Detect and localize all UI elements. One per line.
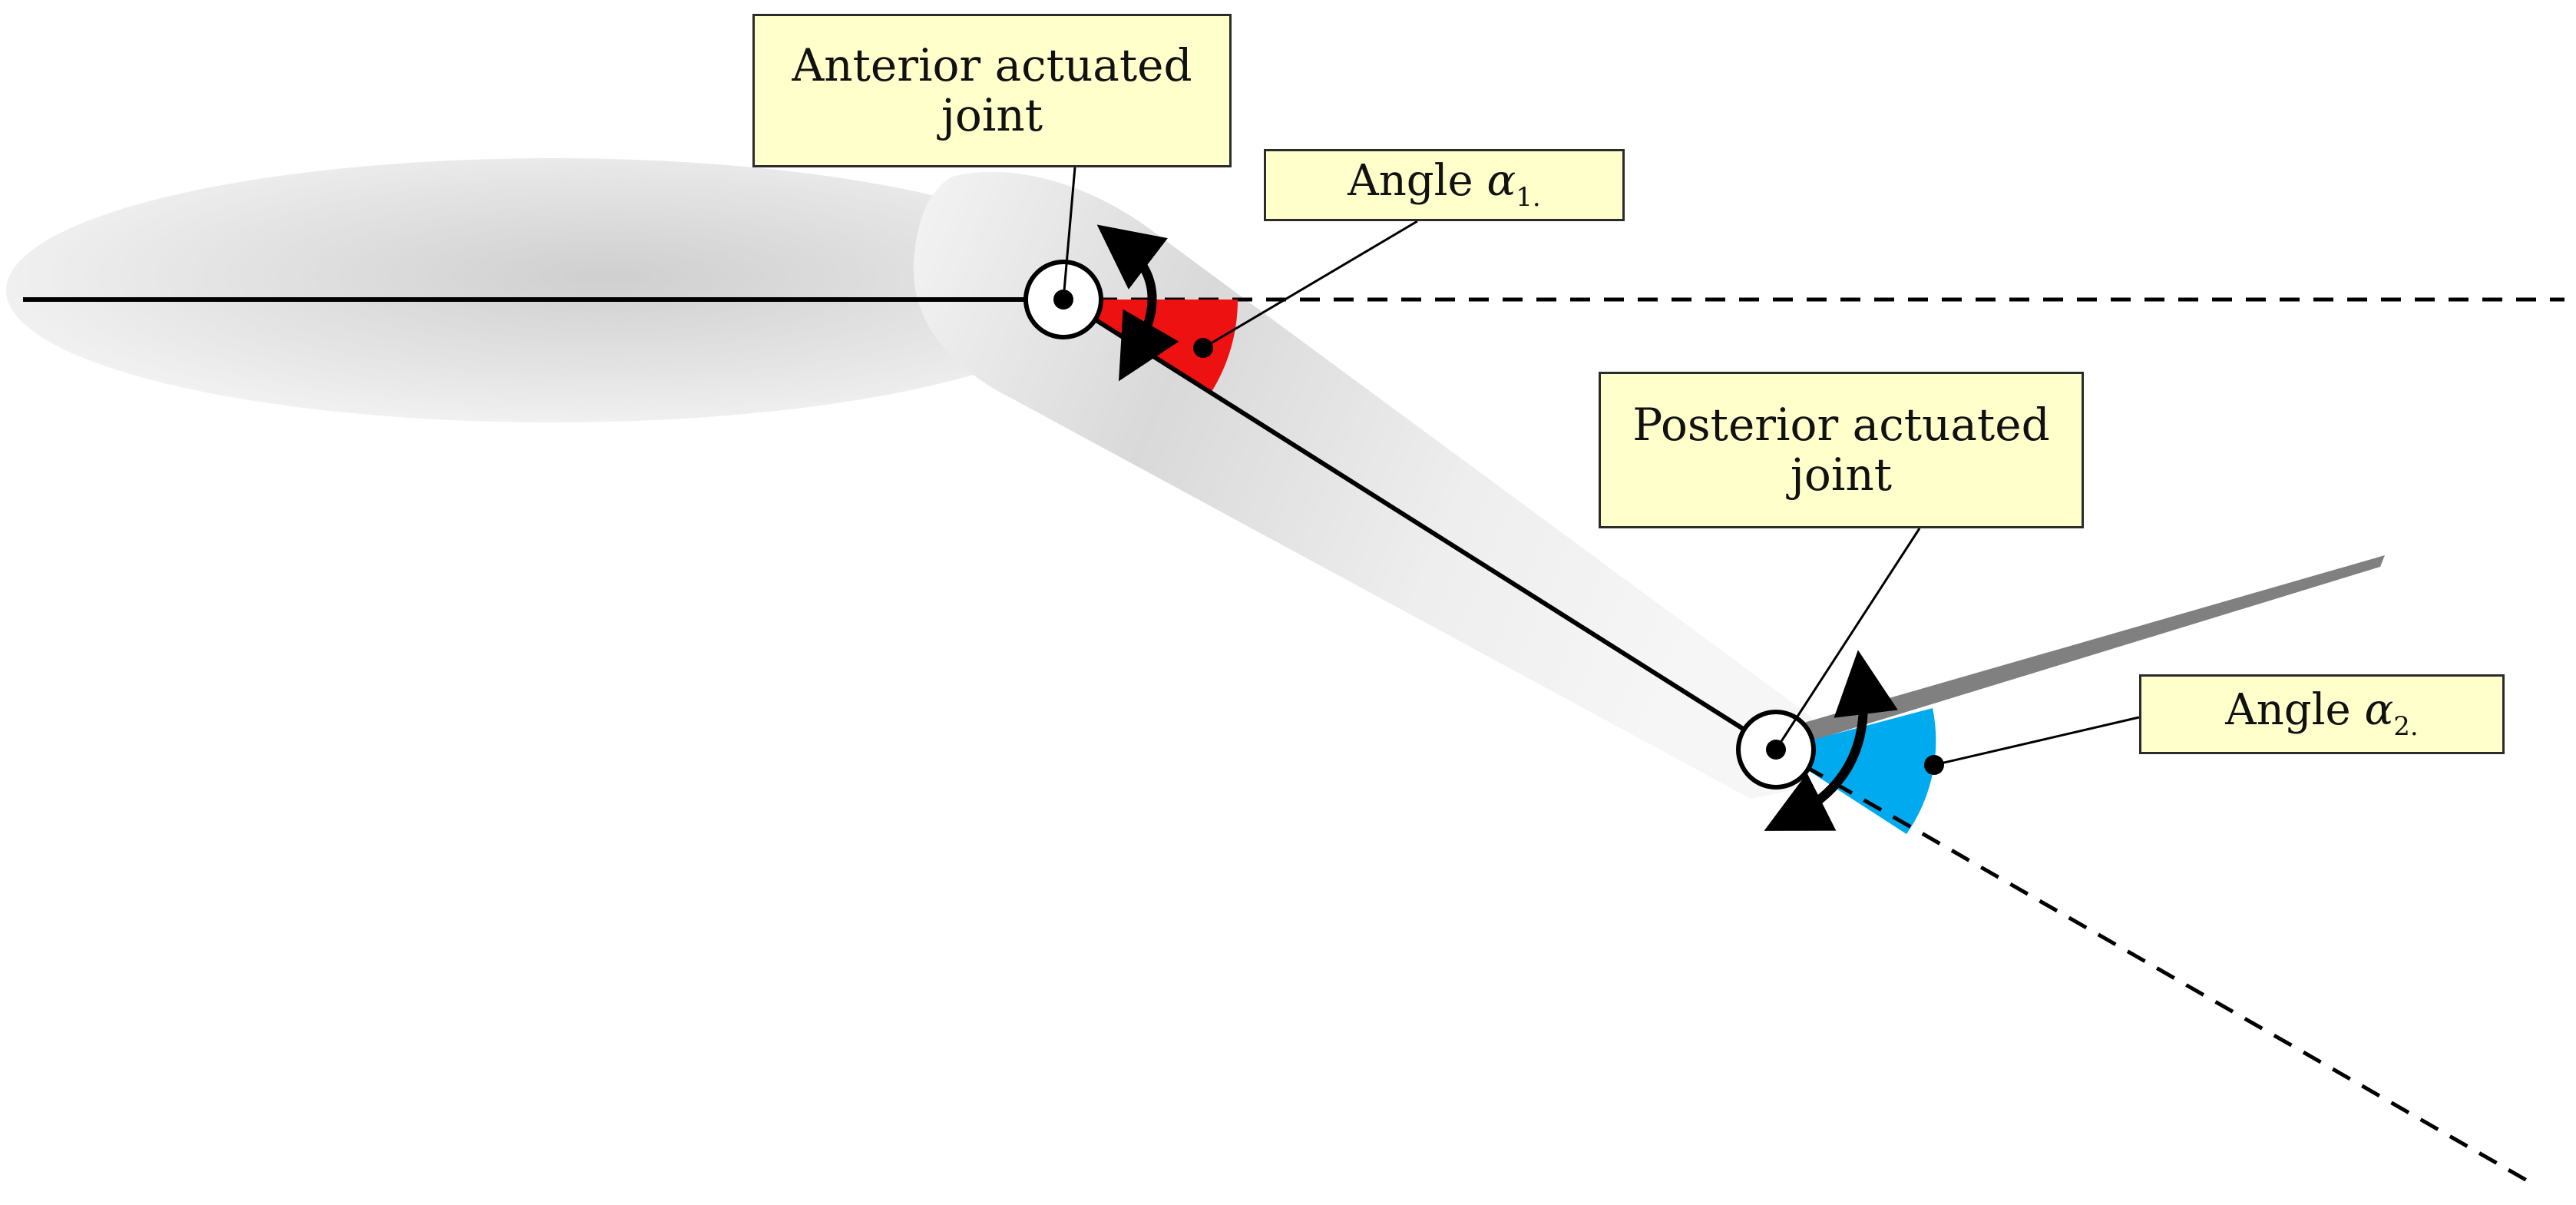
posterior-label-line2: joint: [1790, 449, 1893, 501]
alpha1-symbol: α: [1486, 156, 1516, 207]
alpha2-symbol: α: [2364, 685, 2394, 736]
tail-fin: [1780, 555, 2385, 747]
alpha2-leader-dot: [1924, 755, 1944, 775]
middle-axis-extension-dashed: [1774, 747, 2539, 1189]
alpha2-prefix: Angle: [2225, 685, 2365, 736]
anterior-leader-line: [1062, 167, 1076, 300]
alpha2-leader-line: [1933, 716, 2140, 766]
posterior-label-line1: Posterior actuated: [1632, 399, 2050, 452]
posterior-joint-label: Posterior actuated joint: [1599, 372, 2084, 528]
alpha1-subscript: 1.: [1516, 182, 1541, 214]
alpha2-subscript: 2.: [2393, 711, 2419, 743]
anterior-label-line2: joint: [941, 89, 1043, 141]
alpha1-angle-label: Angle α1.: [1264, 149, 1625, 221]
head-segment: [6, 158, 1100, 422]
alpha1-leader-dot: [1193, 338, 1213, 358]
alpha1-prefix: Angle: [1348, 156, 1487, 207]
anterior-rotation-arrow-icon: [1096, 224, 1179, 382]
alpha1-leader-line: [1202, 220, 1418, 349]
middle-segment-axis: [1062, 297, 1777, 752]
posterior-rotation-arrow-icon: [1764, 650, 1898, 831]
alpha2-angle-label: Angle α2.: [2139, 674, 2505, 754]
anterior-joint-label: Anterior actuated joint: [752, 14, 1232, 167]
anterior-label-line1: Anterior actuated: [792, 39, 1192, 92]
posterior-leader-line: [1774, 528, 1921, 750]
